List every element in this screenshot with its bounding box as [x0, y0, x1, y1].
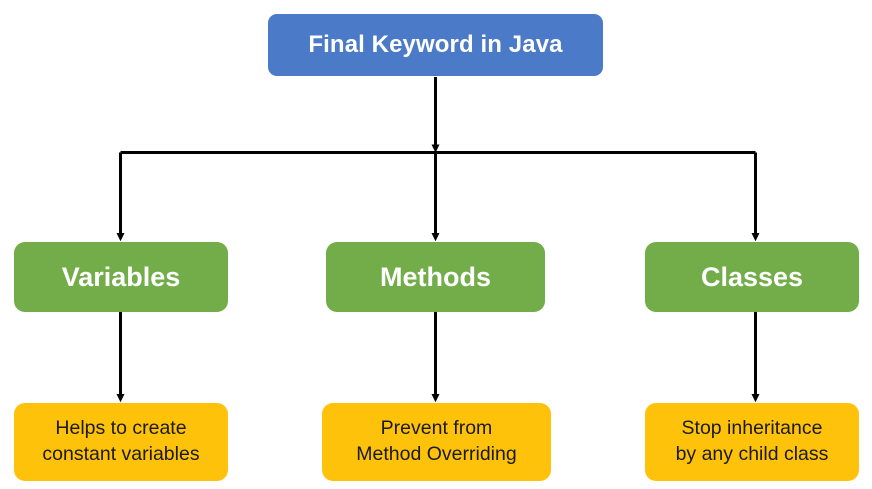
node-title-label: Final Keyword in Java	[308, 31, 563, 58]
node-methods-detail-text: Prevent from Method Overriding	[356, 417, 517, 465]
node-classes-detail-text: Stop inheritance by any child class	[675, 417, 829, 465]
node-final-keyword-title[interactable]: Final Keyword in Java	[268, 14, 603, 76]
node-variables[interactable]: Variables	[14, 242, 228, 312]
node-methods[interactable]: Methods	[326, 242, 545, 312]
node-methods-detail[interactable]: Prevent from Method Overriding	[322, 403, 551, 481]
node-variables-detail[interactable]: Helps to create constant variables	[14, 403, 228, 481]
node-variables-label: Variables	[61, 261, 181, 292]
node-classes-detail[interactable]: Stop inheritance by any child class	[645, 403, 859, 481]
node-variables-detail-text: Helps to create constant variables	[42, 417, 200, 465]
node-classes-label: Classes	[700, 261, 804, 292]
node-classes[interactable]: Classes	[645, 242, 859, 312]
node-methods-label: Methods	[380, 261, 491, 292]
